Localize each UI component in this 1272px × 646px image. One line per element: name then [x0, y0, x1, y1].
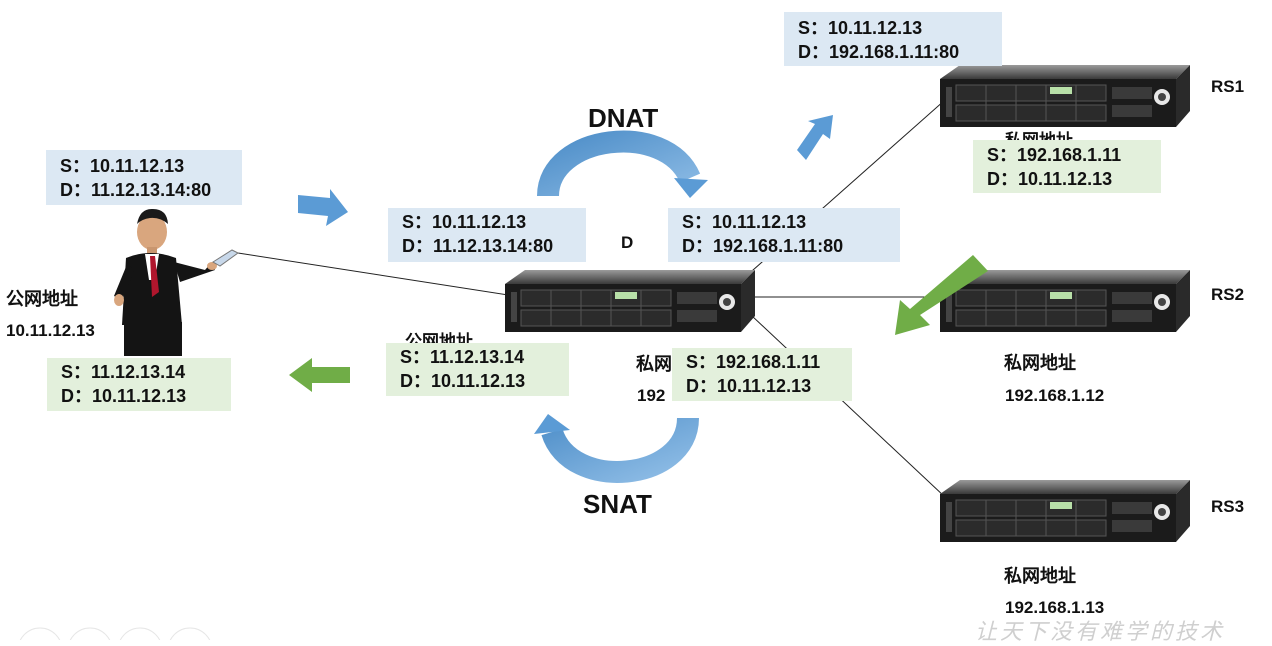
rs3-server-icon: [939, 479, 1191, 543]
rs3-private-title: 私网地址: [1004, 566, 1076, 586]
client-public-title: 公网地址: [6, 289, 78, 309]
packet-source: S：192.168.1.11: [686, 352, 821, 372]
dnat-label: DNAT: [588, 103, 659, 133]
client-request-packet: S：10.11.12.13 D：11.12.13.14:80: [46, 150, 242, 205]
packet-destination: D：11.12.13.14:80: [60, 180, 212, 200]
director-private-title: 私网: [636, 354, 672, 374]
request-arrow-to-rs1: [797, 115, 833, 160]
packet-destination: D：10.11.12.13: [61, 386, 187, 406]
packet-source: S：10.11.12.13: [798, 18, 923, 38]
dnat-curved-arrow-icon: [537, 130, 708, 198]
packet-source: S：10.11.12.13: [60, 156, 185, 176]
packet-source: S：10.11.12.13: [402, 212, 527, 232]
client-public-ip: 10.11.12.13: [6, 321, 95, 340]
rs1-in-packet: S：10.11.12.13 D：192.168.1.11:80: [784, 12, 1002, 66]
watermark-text: 让天下没有难学的技术: [975, 620, 1226, 645]
rs2-private-ip: 192.168.1.12: [1005, 386, 1105, 405]
rs1-reply-packet: S：192.168.1.11 D：10.11.12.13: [973, 140, 1161, 193]
director-label: D: [621, 233, 634, 252]
packet-destination: D：11.12.13.14:80: [402, 236, 554, 256]
snat-curved-arrow-icon: [534, 414, 699, 483]
packet-source: S：192.168.1.11: [987, 145, 1122, 165]
client-link-line: [237, 252, 516, 297]
director-private-ip: 192: [637, 386, 666, 405]
slide-nav-dots: [19, 627, 211, 640]
rs2-private-title: 私网地址: [1004, 353, 1076, 373]
director-server-icon: [504, 269, 756, 333]
rs1-server-icon: [939, 64, 1191, 128]
director-reply-out-packet: S：11.12.13.14 D：10.11.12.13: [386, 343, 569, 396]
reply-arrow-to-director: [895, 255, 988, 335]
director-in-packet: S：10.11.12.13 D：11.12.13.14:80: [388, 208, 586, 262]
director-reply-in-packet: S：192.168.1.11 D：10.11.12.13: [672, 348, 852, 401]
packet-destination: D：10.11.12.13: [400, 371, 526, 391]
packet-source: S：11.12.13.14: [61, 362, 186, 382]
client-reply-packet: S：11.12.13.14 D：10.11.12.13: [47, 358, 231, 411]
rs3-label: RS3: [1211, 497, 1245, 516]
rs1-label: RS1: [1211, 77, 1245, 96]
reply-arrow-to-client: [289, 358, 350, 392]
request-arrow-to-director: [298, 189, 348, 226]
snat-label: SNAT: [583, 489, 652, 519]
rs3-private-ip: 192.168.1.13: [1005, 598, 1105, 617]
director-out-packet: S：10.11.12.13 D：192.168.1.11:80: [668, 208, 900, 262]
rs2-server-icon: [939, 269, 1191, 333]
packet-destination: D：192.168.1.11:80: [798, 42, 960, 62]
rs2-label: RS2: [1211, 285, 1245, 304]
packet-destination: D：10.11.12.13: [987, 169, 1113, 189]
packet-source: S：10.11.12.13: [682, 212, 807, 232]
packet-source: S：11.12.13.14: [400, 347, 525, 367]
client-person-icon: [114, 208, 239, 356]
packet-destination: D：192.168.1.11:80: [682, 236, 844, 256]
rs1-private-title: 私网地址: [1005, 126, 1073, 140]
packet-destination: D：10.11.12.13: [686, 376, 812, 396]
